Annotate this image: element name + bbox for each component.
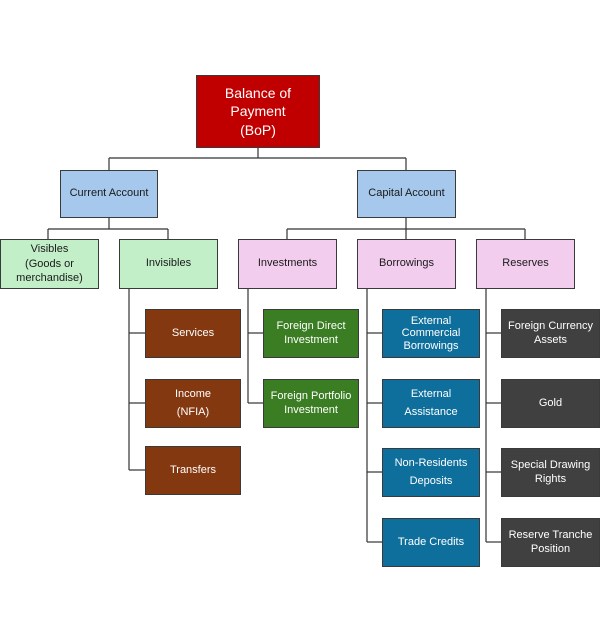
node-label-line: Income [174, 387, 212, 400]
node-label-line: Special Drawing [510, 458, 591, 471]
node-label-line: Deposits [409, 474, 453, 487]
node-services: Services [145, 309, 241, 358]
node-label: Investments [257, 257, 318, 270]
node-label: Borrowings [378, 257, 435, 270]
node-label-line: Visibles [30, 242, 69, 255]
node-label-line: Non-Residents [394, 456, 468, 469]
node-label-line: External [410, 387, 452, 400]
node-label-line: Foreign Currency [508, 319, 593, 332]
node-label-line: merchandise) [16, 272, 83, 285]
node-label-line: Payment [230, 103, 286, 120]
node-current-account: Current Account [60, 170, 158, 218]
node-gold: Gold [501, 379, 600, 428]
node-external-assistance: External Assistance [382, 379, 480, 428]
node-balance-of-payment: Balance of Payment (BoP) [196, 75, 320, 148]
node-non-residents-deposits: Non-Residents Deposits [382, 448, 480, 497]
node-label-line: (NFIA) [176, 405, 210, 418]
node-label: Services [171, 326, 215, 339]
node-label-line: Investment [284, 333, 338, 346]
node-visibles: Visibles (Goods or merchandise) [0, 239, 99, 289]
node-label: Trade Credits [397, 535, 465, 548]
node-reserves: Reserves [476, 239, 575, 289]
node-label: Invisibles [145, 257, 192, 270]
node-invisibles: Invisibles [119, 239, 218, 289]
node-label-line: Balance of [224, 85, 292, 102]
node-external-commercial-borrowings: External Commercial Borrowings [382, 309, 480, 358]
node-label-line: Commercial [401, 327, 461, 340]
node-label-line: (Goods or [25, 257, 74, 270]
node-foreign-currency-assets: Foreign Currency Assets [501, 309, 600, 358]
node-trade-credits: Trade Credits [382, 518, 480, 567]
node-label: Transfers [169, 463, 217, 476]
node-investments: Investments [238, 239, 337, 289]
node-label: Reserves [502, 257, 549, 270]
node-special-drawing-rights: Special Drawing Rights [501, 448, 600, 497]
node-borrowings: Borrowings [357, 239, 456, 289]
node-label: Capital Account [368, 187, 445, 200]
node-label-line: Rights [534, 472, 567, 485]
node-label-line: Foreign Direct [276, 319, 346, 332]
node-label-line: Investment [284, 403, 338, 416]
node-label-line: Borrowings [403, 339, 459, 352]
node-foreign-direct-investment: Foreign Direct Investment [263, 309, 359, 358]
node-label-line: Position [530, 542, 571, 555]
node-capital-account: Capital Account [357, 170, 456, 218]
node-foreign-portfolio-investment: Foreign Portfolio Investment [263, 379, 359, 428]
node-reserve-tranche-position: Reserve Tranche Position [501, 518, 600, 567]
node-label-line: Assets [533, 333, 567, 346]
node-label-line: Assistance [404, 405, 458, 418]
node-label: Current Account [69, 187, 149, 200]
node-label-line: Foreign Portfolio [270, 389, 352, 402]
node-income: Income (NFIA) [145, 379, 241, 428]
node-label-line: External [410, 314, 452, 327]
node-transfers: Transfers [145, 446, 241, 495]
node-label: Gold [538, 396, 563, 409]
node-label-line: Reserve Tranche [508, 528, 593, 541]
node-label-line: (BoP) [240, 121, 276, 138]
